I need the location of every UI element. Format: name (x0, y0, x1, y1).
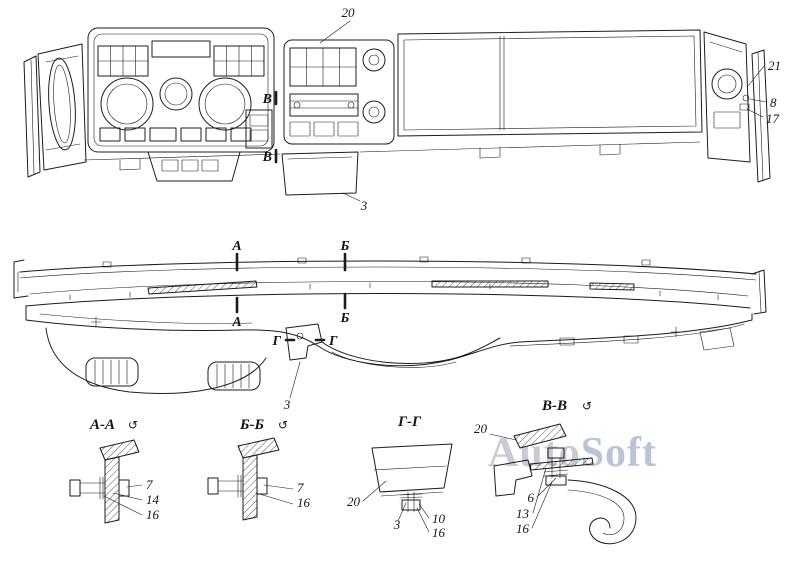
rotated-icon: ↺ (128, 418, 138, 432)
callout-6: 6 (528, 490, 535, 505)
callout-13: 13 (516, 506, 530, 521)
callout-16: 16 (297, 495, 311, 510)
section-title-a-a: А-А (89, 417, 115, 433)
watermark-right: Soft (581, 430, 657, 476)
section-marker-v-lower: В (262, 150, 272, 165)
section-v-v-labels: В-В ↺ 20 6 13 16 (474, 398, 592, 536)
rotated-icon: ↺ (582, 399, 592, 413)
callout-14: 14 (146, 492, 160, 507)
section-g-g-labels: Г-Г 20 3 10 16 (347, 414, 446, 540)
callout-20: 20 (342, 5, 356, 20)
callout-7: 7 (146, 477, 153, 492)
section-marker-v-upper: В (262, 92, 272, 107)
frame-view-labels: А А Б Б Г Г 3 (231, 239, 349, 412)
section-marker-g-right: Г (328, 334, 338, 349)
callout-3-front: 3 (360, 198, 368, 213)
section-b-b-art (207, 437, 294, 521)
section-marker-b-top: Б (340, 239, 350, 254)
callout-16: 16 (516, 521, 530, 536)
section-marker-a-top: А (231, 239, 241, 254)
callout-20: 20 (347, 494, 361, 509)
section-g-g-art (362, 443, 453, 533)
rotated-icon: ↺ (278, 418, 288, 432)
callout-7: 7 (297, 480, 304, 495)
section-title-g-g: Г-Г (397, 414, 422, 430)
front-view-art (23, 20, 771, 202)
callout-8: 8 (770, 95, 777, 110)
section-marker-b-bottom: Б (340, 311, 350, 326)
watermark: AutoSoft (488, 430, 657, 476)
section-title-v-v: В-В (541, 398, 567, 414)
section-marker-a-bottom: А (231, 315, 241, 330)
callout-16: 16 (432, 525, 446, 540)
front-view-labels: 20 21 8 17 3 В В (262, 5, 781, 213)
callout-3-frame: 3 (283, 397, 291, 412)
callout-3: 3 (393, 517, 401, 532)
section-v-v-art (489, 423, 637, 545)
callout-17: 17 (766, 111, 780, 126)
frame-view-art (13, 252, 767, 399)
section-a-a-labels: А-А ↺ 7 14 16 (89, 417, 160, 522)
section-marker-g-left: Г (272, 334, 282, 349)
callout-10: 10 (432, 511, 446, 526)
callout-20: 20 (474, 421, 488, 436)
section-a-a-art (69, 439, 143, 524)
callout-16: 16 (146, 507, 160, 522)
section-title-b-b: Б-Б (239, 417, 265, 433)
callout-21: 21 (768, 58, 781, 73)
section-b-b-labels: Б-Б ↺ 7 16 (239, 417, 311, 510)
